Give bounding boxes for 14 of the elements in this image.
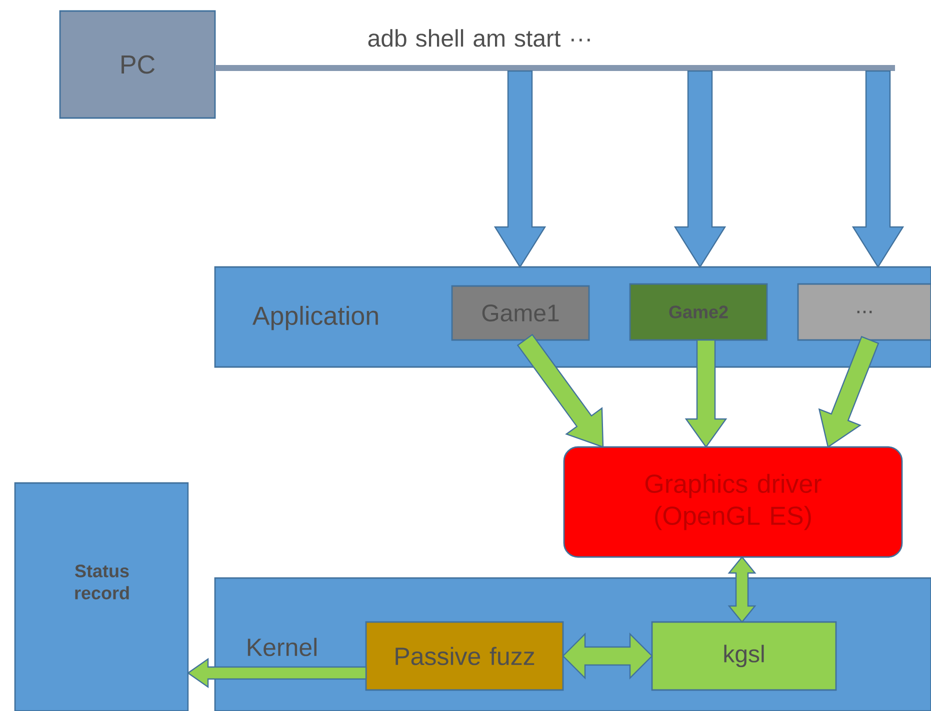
block-arrow xyxy=(684,339,728,448)
driver-box: Graphics driver (OpenGL ES) xyxy=(563,446,903,558)
pc-box: PC xyxy=(59,10,216,119)
bus-line: adb shell am start ··· xyxy=(215,29,895,71)
status-box: Status record xyxy=(14,482,189,711)
kgsl-box: kgsl xyxy=(651,621,837,691)
block-arrow xyxy=(728,556,756,623)
game-box: ... xyxy=(797,283,931,341)
block-arrow xyxy=(674,70,726,268)
block-arrow xyxy=(562,632,653,680)
block-arrow xyxy=(852,70,904,268)
block-arrow xyxy=(186,658,367,688)
fuzz-box: Passive fuzz xyxy=(365,621,564,691)
block-arrow xyxy=(494,70,546,268)
